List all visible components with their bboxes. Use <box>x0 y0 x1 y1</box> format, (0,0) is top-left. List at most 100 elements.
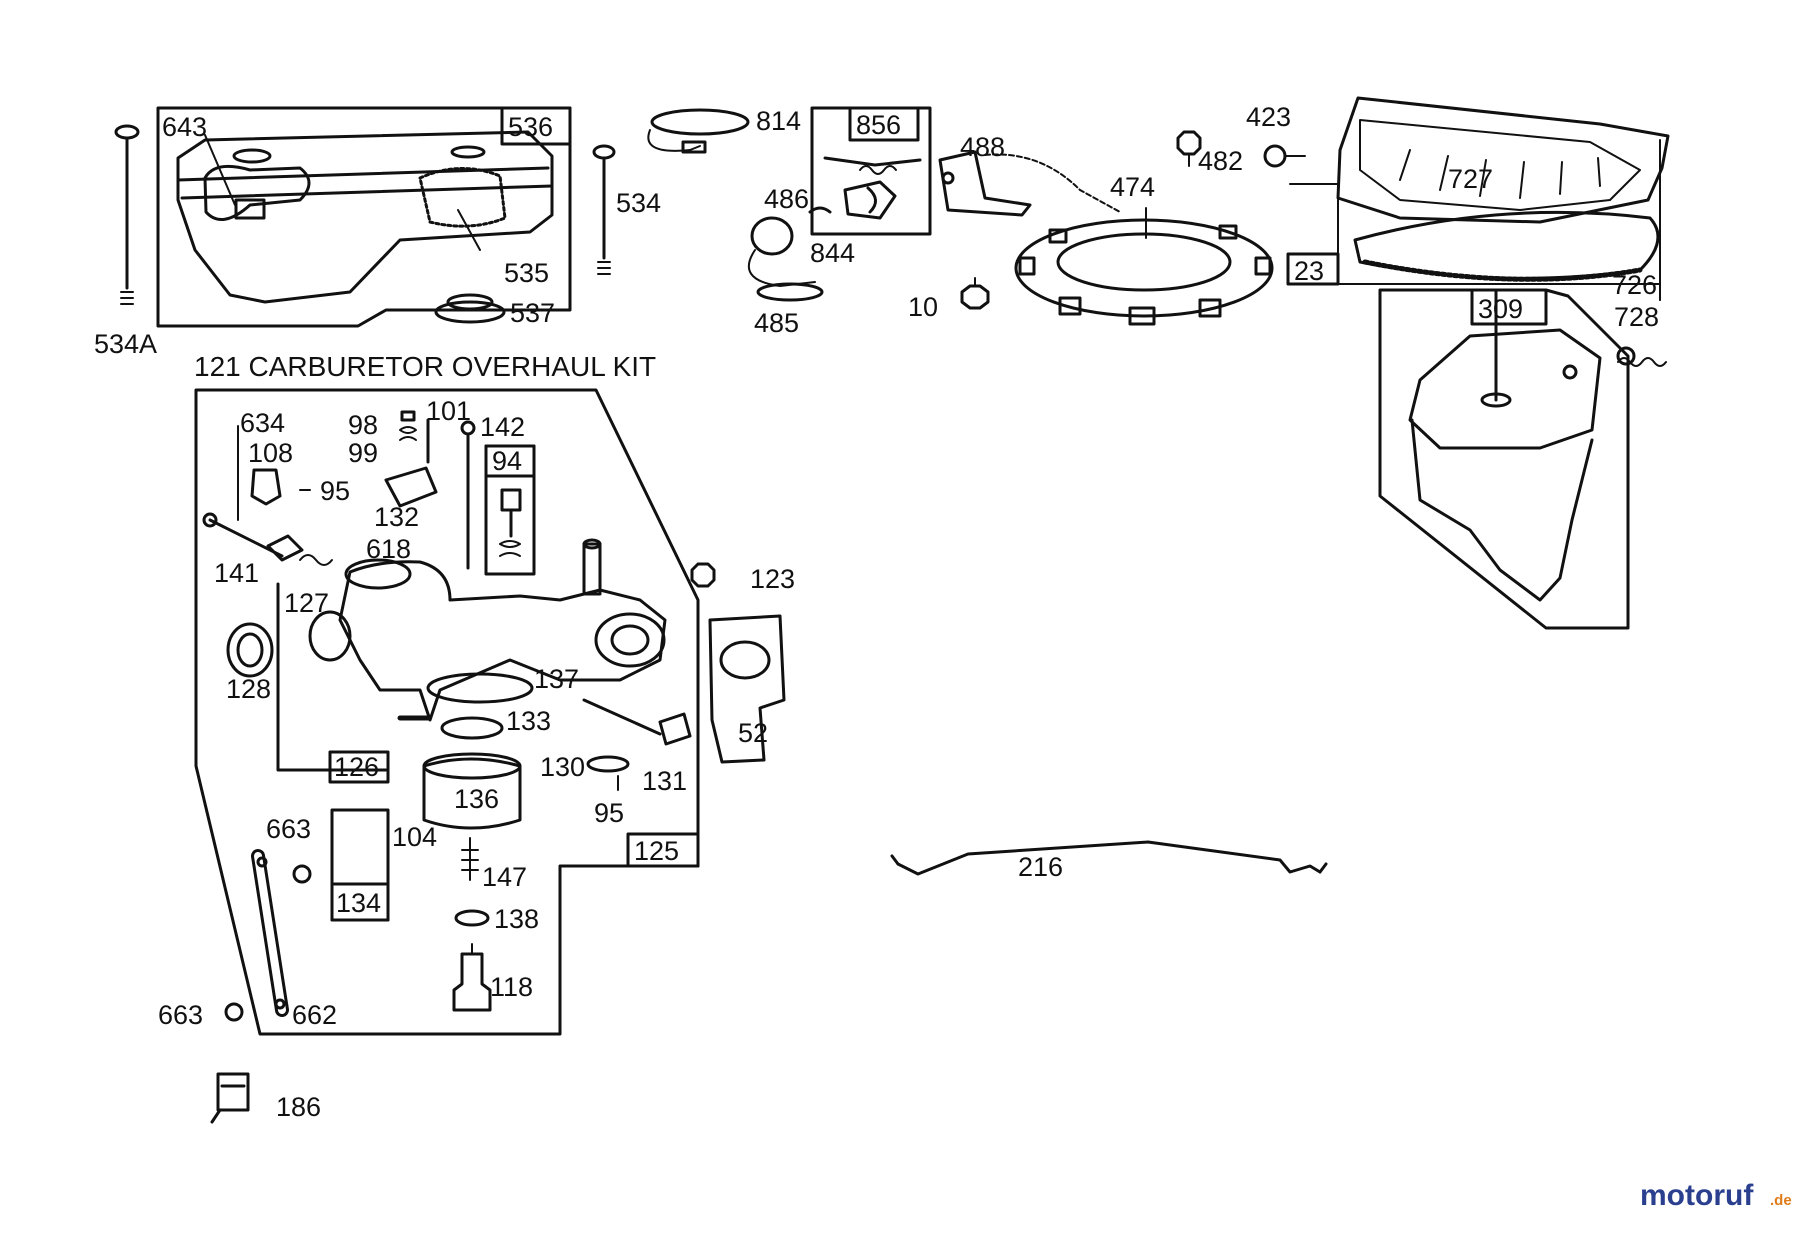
fuel-tank-clip-643 <box>234 198 266 220</box>
bolt-10 <box>960 284 990 310</box>
bracket-wire <box>984 153 1121 213</box>
bolt-534-thread <box>597 261 611 275</box>
spring-99 <box>399 426 417 441</box>
label-136: 136 <box>454 784 499 814</box>
part-labels: 534A 643 536 535 537 534 814 856 488 486… <box>94 102 1659 1122</box>
screw-423 <box>1263 144 1287 168</box>
label-485: 485 <box>754 308 799 338</box>
blower-housing-group <box>1263 96 1670 630</box>
label-box-134 <box>330 882 390 922</box>
label-309: 309 <box>1478 294 1523 324</box>
label-186: 186 <box>276 1092 321 1122</box>
gasket-52 <box>708 614 786 764</box>
label-101: 101 <box>426 396 471 426</box>
bracket-488-hole <box>941 171 955 185</box>
label-134: 134 <box>336 888 381 918</box>
label-130: 130 <box>540 752 585 782</box>
label-634: 634 <box>240 408 285 438</box>
boot-485 <box>750 216 794 256</box>
label-537: 537 <box>510 298 555 328</box>
gasket-52-hole <box>719 640 771 680</box>
label-726: 726 <box>1612 270 1657 300</box>
ignition-group <box>647 106 1274 326</box>
label-727: 727 <box>1448 164 1493 194</box>
label-52: 52 <box>738 718 768 748</box>
spring-728 <box>1617 357 1667 367</box>
main-jet-118 <box>452 952 492 1012</box>
intake-flange <box>594 612 666 668</box>
label-box-94 <box>484 444 536 478</box>
fuel-tank-filler-hole <box>450 145 486 159</box>
part-486 <box>808 206 832 214</box>
label-10: 10 <box>908 292 938 322</box>
label-728: 728 <box>1614 302 1659 332</box>
carb-throat <box>344 558 412 590</box>
bolt-534a-head <box>114 124 140 140</box>
label-box-126 <box>328 750 390 784</box>
label-125: 125 <box>634 836 679 866</box>
bracket-488 <box>938 150 1032 217</box>
label-127: 127 <box>284 588 329 618</box>
carburetor-body <box>338 560 667 722</box>
label-662: 662 <box>292 1000 337 1030</box>
label-94: 94 <box>492 446 522 476</box>
part-856-pin <box>823 156 922 167</box>
fuel-tank-group <box>114 106 616 328</box>
stator-474-outer <box>1014 218 1274 318</box>
governor-link-group <box>890 840 1328 876</box>
bolt-534a-thread <box>120 291 134 305</box>
label-box-536 <box>500 106 572 146</box>
part-844-disk <box>866 186 877 214</box>
choke-shaft-131 <box>582 698 662 736</box>
label-128: 128 <box>226 674 271 704</box>
boot-485-lead <box>747 249 816 287</box>
label-133: 133 <box>506 706 551 736</box>
label-147: 147 <box>482 862 527 892</box>
label-box-309 <box>1470 288 1548 326</box>
label-118: 118 <box>490 972 533 1002</box>
label-663a: 663 <box>266 814 311 844</box>
label-534: 534 <box>616 188 661 218</box>
fuel-screen-535 <box>418 167 507 228</box>
carb-post <box>582 542 602 596</box>
label-138: 138 <box>494 904 539 934</box>
kit-title: 121 CARBURETOR OVERHAUL KIT <box>194 351 656 382</box>
spark-plug-terminal <box>681 140 707 154</box>
spring-147 <box>461 837 479 881</box>
label-488: 488 <box>960 132 1005 162</box>
label-box-856 <box>848 106 920 142</box>
fuel-tank-cap-hole <box>232 148 272 164</box>
bolt-534-head <box>592 144 616 160</box>
mount-plate-309 <box>1408 328 1602 450</box>
label-856: 856 <box>856 110 901 140</box>
label-23: 23 <box>1294 256 1324 286</box>
label-663b: 663 <box>158 1000 203 1030</box>
label-535: 535 <box>504 258 549 288</box>
fuel-tank-body <box>176 130 554 304</box>
kit-outline <box>194 388 700 1036</box>
label-131: 131 <box>642 766 687 796</box>
needle-seat-133 <box>440 716 504 740</box>
label-box-23 <box>1286 252 1340 286</box>
clamp-485 <box>756 282 824 302</box>
label-132: 132 <box>374 502 419 532</box>
blower-housing-727-inner <box>1359 119 1641 211</box>
watermark-suffix: .de <box>1770 1192 1792 1209</box>
label-98: 98 <box>348 410 378 440</box>
label-142: 142 <box>480 412 525 442</box>
ring-gear-teeth <box>1362 259 1643 282</box>
wire-814 <box>647 129 701 152</box>
blower-housing-727 <box>1336 96 1670 224</box>
valve-94-needle <box>500 488 522 538</box>
label-95b: 95 <box>594 798 624 828</box>
blower-fins <box>1399 149 1601 199</box>
stator-474-lugs <box>1018 224 1272 326</box>
fuel-tank-bracket <box>203 164 311 221</box>
watermark-text: motoruf <box>1640 1179 1754 1212</box>
stator-474-inner <box>1056 232 1232 292</box>
part-856-spring <box>859 165 897 175</box>
label-108: 108 <box>248 438 293 468</box>
label-474: 474 <box>1110 172 1155 202</box>
